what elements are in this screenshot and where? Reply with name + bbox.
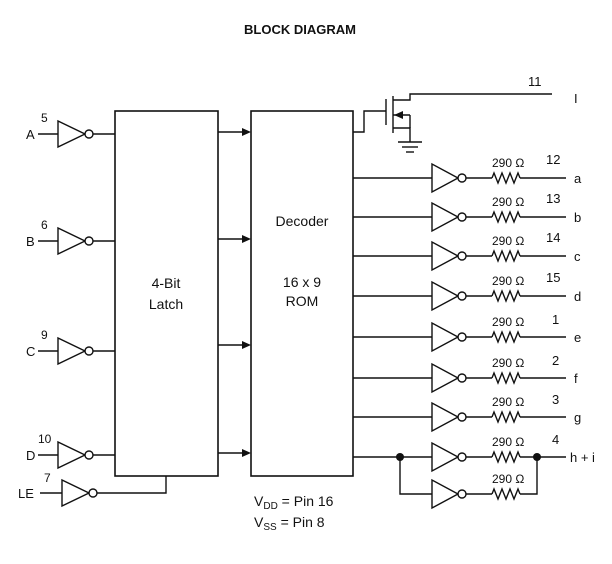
output-g: 290 Ω 3 g	[353, 392, 581, 433]
driver-c-icon	[431, 240, 460, 272]
vss-note: VSS = Pin 8	[254, 514, 325, 533]
output-h-i-pin: 4	[552, 432, 559, 447]
input-a: A 5	[26, 111, 115, 149]
output-d: 290 Ω 15 d	[353, 270, 581, 312]
input-b: B 6	[26, 218, 115, 256]
driver-d-icon	[431, 280, 460, 312]
driver-a-icon	[431, 162, 460, 194]
transistor-label: I	[574, 91, 578, 106]
input-d-pin: 10	[38, 432, 52, 446]
output-a-label: a	[574, 171, 582, 186]
output-b: 290 Ω 13 b	[353, 191, 581, 233]
output-b-pin: 13	[546, 191, 560, 206]
input-a-label: A	[26, 127, 35, 142]
resistor-i-icon	[491, 487, 521, 501]
input-le: LE 7	[18, 471, 167, 508]
output-d-label: d	[574, 289, 581, 304]
driver-g-icon	[431, 401, 460, 433]
output-c-label: c	[574, 249, 581, 264]
buffer-le-icon	[61, 478, 91, 508]
buffer-d-icon	[57, 440, 87, 470]
output-g-label: g	[574, 410, 581, 425]
output-f: 290 Ω 2 f	[353, 353, 578, 394]
input-c-pin: 9	[41, 328, 48, 342]
output-b-label: b	[574, 210, 581, 225]
output-h-i: 290 Ω 290 Ω 4 h + i	[353, 432, 595, 510]
latch-to-decoder-arrows	[218, 128, 251, 457]
resistor-b-icon	[491, 210, 521, 224]
resistor-g-icon	[491, 410, 521, 424]
output-h-i-label: h + i	[570, 450, 595, 465]
resistor-c-value: 290 Ω	[492, 234, 524, 248]
output-e-label: e	[574, 330, 581, 345]
output-c: 290 Ω 14 c	[353, 230, 581, 272]
input-b-pin: 6	[41, 218, 48, 232]
output-e: 290 Ω 1 e	[353, 312, 581, 353]
buffer-c-icon	[57, 336, 87, 366]
output-a-pin: 12	[546, 152, 560, 167]
driver-h-icon	[431, 441, 460, 473]
resistor-g-value: 290 Ω	[492, 395, 524, 409]
decoder-label-line3: ROM	[286, 293, 319, 309]
resistor-e-icon	[491, 330, 521, 344]
output-f-label: f	[574, 371, 578, 386]
buffer-b-icon	[57, 226, 87, 256]
input-a-pin: 5	[41, 111, 48, 125]
transistor-pin: 11	[528, 74, 542, 89]
decoder-label-line1: Decoder	[276, 213, 329, 229]
supply-notes: VDD = Pin 16 VSS = Pin 8	[254, 493, 334, 533]
resistor-h-value: 290 Ω	[492, 435, 524, 449]
resistor-a-value: 290 Ω	[492, 156, 524, 170]
resistor-h-icon	[491, 450, 521, 464]
output-a: 290 Ω 12 a	[353, 152, 582, 194]
input-c: C 9	[26, 328, 115, 366]
resistor-c-icon	[491, 249, 521, 263]
input-d-label: D	[26, 448, 35, 463]
output-d-pin: 15	[546, 270, 560, 285]
driver-e-icon	[431, 321, 460, 353]
driver-i-icon	[431, 478, 460, 510]
vdd-note: VDD = Pin 16	[254, 493, 334, 512]
resistor-b-value: 290 Ω	[492, 195, 524, 209]
output-g-pin: 3	[552, 392, 559, 407]
diagram-title: BLOCK DIAGRAM	[244, 22, 356, 37]
resistor-a-icon	[491, 171, 521, 185]
output-f-pin: 2	[552, 353, 559, 368]
driver-f-icon	[431, 362, 460, 394]
resistor-e-value: 290 Ω	[492, 315, 524, 329]
resistor-d-value: 290 Ω	[492, 274, 524, 288]
output-transistor: 11 I	[353, 74, 578, 153]
latch-label-line1: 4-Bit	[152, 275, 181, 291]
input-d: D 10	[26, 432, 115, 470]
latch-label-line2: Latch	[149, 296, 183, 312]
resistor-i-value: 290 Ω	[492, 472, 524, 486]
input-le-pin: 7	[44, 471, 51, 485]
resistor-f-value: 290 Ω	[492, 356, 524, 370]
latch-block	[114, 110, 219, 477]
input-c-label: C	[26, 344, 35, 359]
driver-b-icon	[431, 201, 460, 233]
buffer-a-icon	[57, 119, 87, 149]
decoder-label-line2: 16 x 9	[283, 274, 321, 290]
resistor-d-icon	[491, 289, 521, 303]
output-e-pin: 1	[552, 312, 559, 327]
output-c-pin: 14	[546, 230, 560, 245]
input-b-label: B	[26, 234, 35, 249]
input-le-label: LE	[18, 486, 34, 501]
resistor-f-icon	[491, 371, 521, 385]
decoder-block	[250, 110, 354, 477]
